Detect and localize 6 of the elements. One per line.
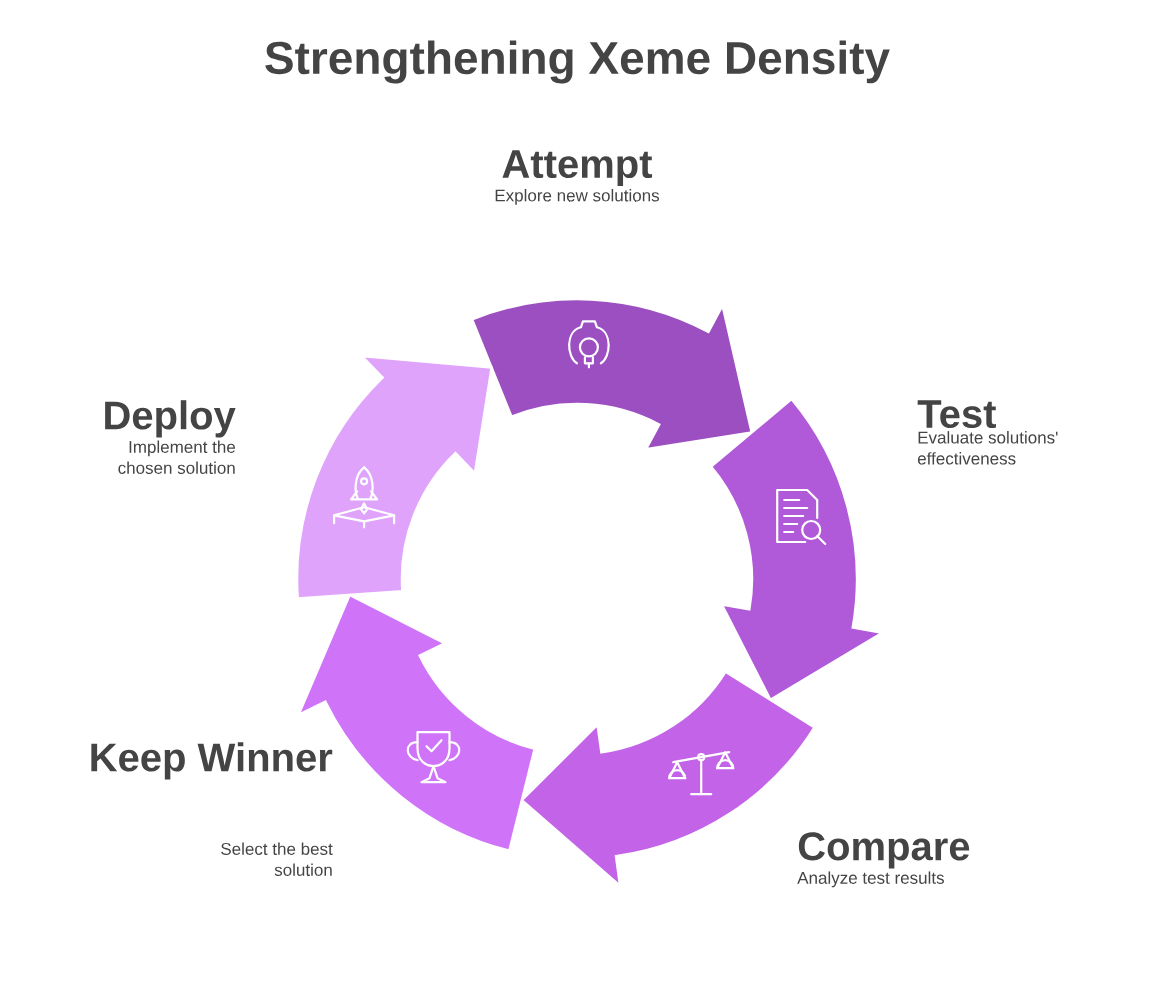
step-label: Deploy Implement the chosen solution: [105, 400, 236, 474]
step-label: Attempt Explore new solutions: [495, 150, 660, 205]
step-label: Keep Winner Select the best solution: [91, 742, 333, 876]
title: Strengthening Xeme Density: [265, 40, 890, 84]
step-label: Compare Analyze test results: [797, 832, 970, 888]
step-label: Test Evaluate solutions' effectiveness: [917, 400, 1058, 465]
